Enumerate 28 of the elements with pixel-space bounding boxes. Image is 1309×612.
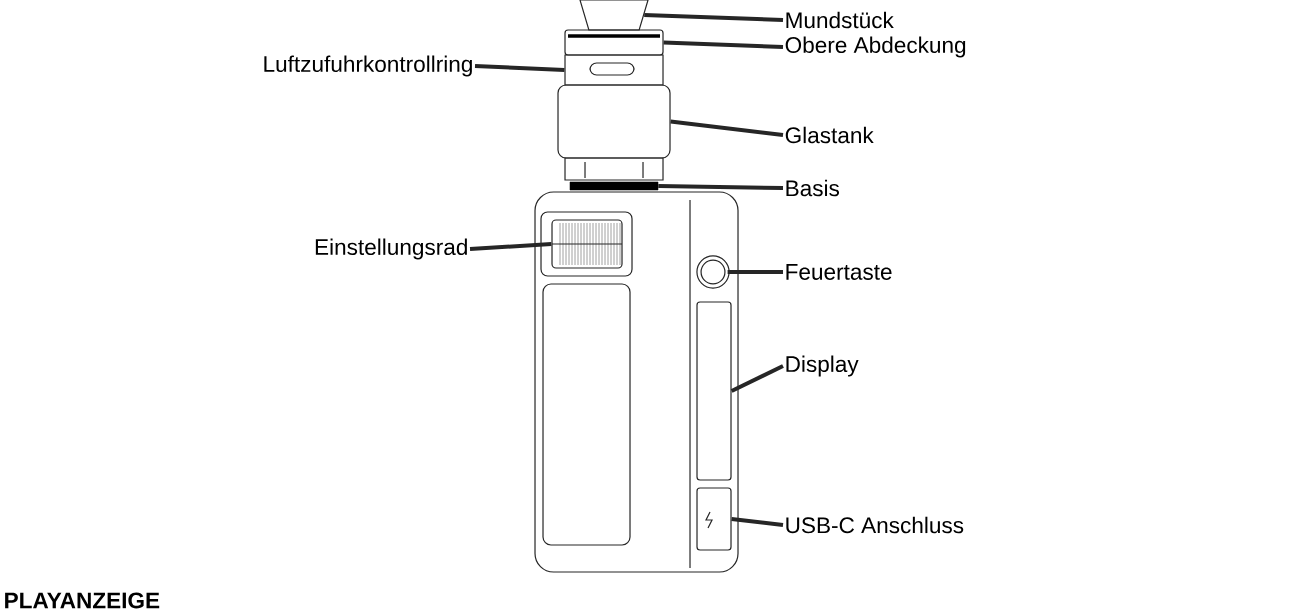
- section-heading: PLAYANZEIGE: [5, 592, 160, 609]
- leader-line: [727, 270, 783, 274]
- leader-line: [658, 184, 784, 190]
- part-label: Luftzufuhrkontrollring: [264, 55, 472, 77]
- leader-line: [469, 242, 552, 251]
- adjustment-wheel: [551, 219, 623, 269]
- base-ring: [569, 181, 659, 191]
- part-label: Einstellungsrad: [315, 238, 467, 260]
- leader-line: [670, 119, 784, 137]
- airflow-ring: [564, 54, 664, 86]
- top-cap: [564, 29, 664, 56]
- usb-port: [696, 487, 732, 551]
- fire-button: [696, 255, 730, 289]
- part-label: Feuertaste: [786, 264, 892, 280]
- part-label: Basis: [786, 179, 839, 197]
- part-label: Obere Abdeckung: [785, 36, 966, 58]
- glass-tank: [557, 84, 671, 159]
- part-label: Mundstück: [786, 11, 894, 29]
- leader-line: [663, 40, 784, 49]
- part-label: Display: [786, 355, 859, 377]
- leader-line: [731, 517, 784, 527]
- leader-line: [644, 13, 784, 22]
- leader-line: [730, 364, 784, 393]
- leader-line: [474, 64, 565, 72]
- part-label: Glastank: [785, 126, 874, 144]
- part-label: USB-C Anschluss: [786, 516, 964, 534]
- mouthpiece: [579, 0, 649, 31]
- side-display: [696, 301, 732, 481]
